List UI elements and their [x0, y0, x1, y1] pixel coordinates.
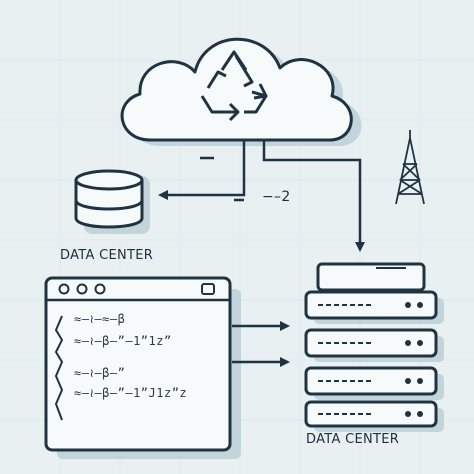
window-dot-3 [94, 283, 106, 295]
database-icon [74, 169, 150, 234]
tower-icon [395, 130, 425, 205]
code-window [44, 276, 241, 459]
arrowheads-right [280, 321, 290, 367]
data-center-label-right: DATA CENTER [306, 432, 400, 447]
server-unit-1 [304, 290, 444, 324]
code-line-4: ≈–≀–β–”‒1”J1z”z [74, 386, 188, 400]
arrow-note: −–2 [262, 189, 291, 205]
server-top [316, 262, 426, 292]
server-rack-icon [304, 262, 444, 432]
data-center-label-left: DATA CENTER [60, 248, 154, 263]
connector-lines [162, 140, 362, 246]
code-line-1: ≈–≀–≈–β [74, 312, 126, 326]
code-to-server-arrows [232, 324, 284, 364]
code-line-3: ≈–≀–β–” [74, 366, 126, 380]
window-control [201, 283, 215, 295]
code-bracket [54, 315, 64, 421]
window-dot-1 [58, 283, 70, 295]
server-unit-2 [304, 328, 444, 362]
server-unit-3 [304, 366, 444, 400]
code-line-2: ≈–≀–β–”‒1”1z” [74, 334, 172, 348]
arrowheads [158, 190, 365, 252]
server-unit-4 [304, 400, 444, 432]
cloud-recycle-icon [120, 37, 362, 146]
recycle-icon [200, 50, 268, 122]
window-dot-2 [76, 283, 88, 295]
